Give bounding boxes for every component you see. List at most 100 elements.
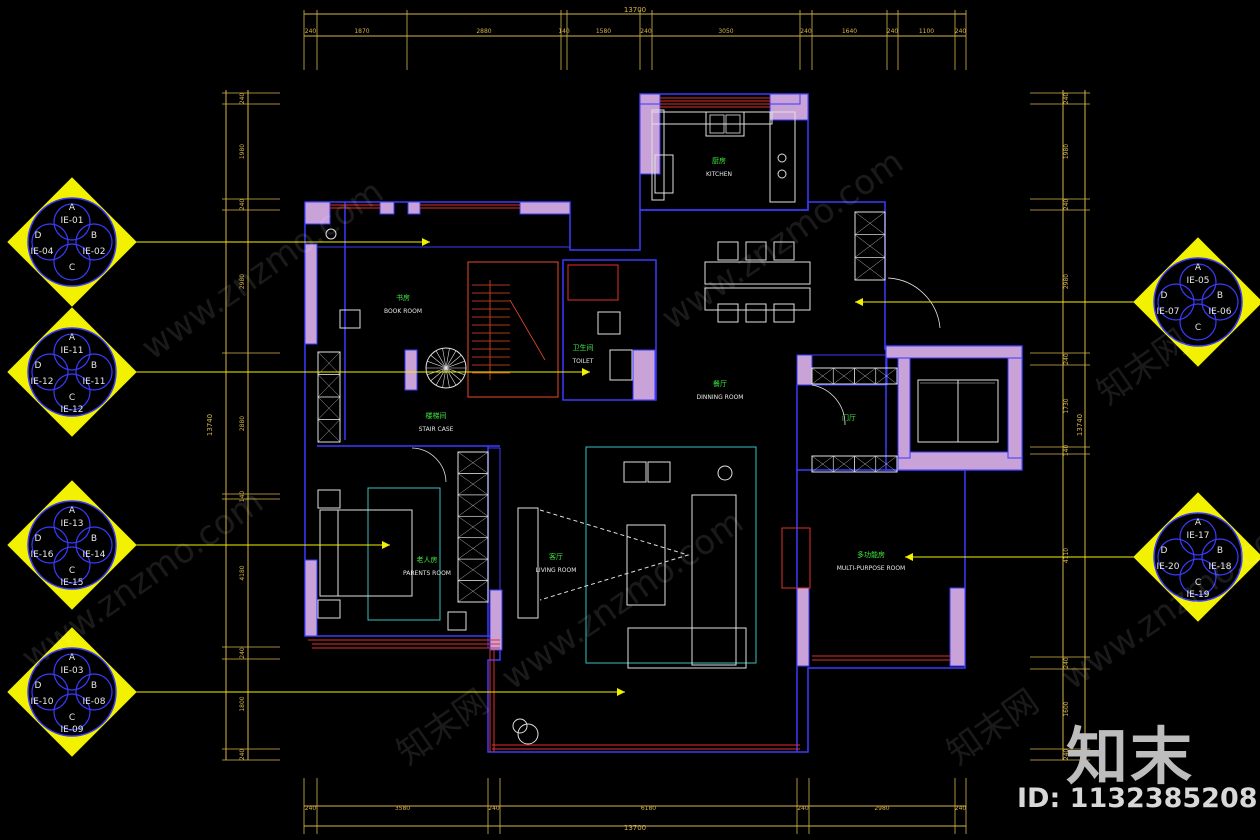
desk-chair — [339, 309, 361, 329]
dimension-text: 240 — [640, 28, 652, 35]
tag-circle — [53, 653, 91, 691]
tag-code: IE-16 — [30, 550, 53, 560]
room-label-en: STAIR CASE — [419, 426, 454, 433]
cabinet-cross — [457, 451, 489, 474]
dimension-text: 3050 — [718, 28, 733, 35]
dimension-text: 1100 — [919, 28, 934, 35]
dimension-text: 140 — [558, 28, 570, 35]
tag-circle — [31, 223, 69, 261]
dimension-text: 240 — [1063, 93, 1070, 105]
tag-letter-d: D — [35, 231, 42, 241]
wall-column — [632, 349, 656, 401]
exterior-wall — [304, 202, 966, 753]
dimension-text: 2880 — [476, 28, 491, 35]
wall-column — [404, 349, 418, 391]
tag-code: IE-14 — [82, 550, 105, 560]
cabinet-cross — [875, 367, 898, 385]
door-swing — [411, 447, 447, 483]
shower — [567, 264, 619, 301]
dimension-text: 240 — [1063, 199, 1070, 211]
tag-letter-c: C — [69, 393, 75, 403]
tag-letter-d: D — [1161, 546, 1168, 556]
wall-segment — [897, 451, 1023, 471]
tag-code: IE-20 — [1156, 562, 1179, 572]
dimension-text: 240 — [887, 28, 899, 35]
wall-column — [519, 201, 571, 215]
dimension-text: 240 — [955, 28, 967, 35]
cabinet-cross — [875, 455, 898, 473]
spiral-tread — [427, 367, 447, 376]
dining-chair — [717, 241, 739, 261]
cabinet-cross — [811, 455, 834, 473]
dimension-text: 13740 — [206, 414, 214, 436]
tag-circle — [31, 526, 69, 564]
cabinet-cross — [854, 234, 886, 258]
dimension-text: 1730 — [1063, 398, 1070, 413]
room-label-en: LIVING ROOM — [536, 567, 577, 574]
tag-letter-b: B — [91, 231, 97, 241]
tag-circle — [53, 333, 91, 371]
tag-circle — [27, 500, 117, 590]
dimension-text: 1580 — [596, 28, 611, 35]
cabinet-cross — [457, 473, 489, 496]
room-label-en: PARENTS ROOM — [403, 570, 451, 577]
dining-chair — [745, 303, 767, 323]
tag-circle — [53, 373, 91, 411]
dimension-text: 1600 — [1063, 701, 1070, 716]
dining-table — [704, 261, 811, 285]
dimension-text: 240 — [305, 28, 317, 35]
dimension-text: 1870 — [354, 28, 369, 35]
cabinet-cross — [833, 367, 855, 385]
dimension-text: 240 — [239, 199, 246, 211]
wall-column — [304, 243, 318, 345]
dimension-text: 6180 — [641, 805, 656, 812]
tag-arrow-head — [855, 298, 863, 306]
tag-letter-c: C — [69, 713, 75, 723]
spiral-tread — [435, 367, 447, 386]
tag-code: IE-04 — [30, 247, 53, 257]
tag-letter-d: D — [35, 534, 42, 544]
tag-code: IE-12 — [60, 405, 83, 415]
room-label-cn: 书房 — [396, 293, 410, 302]
tag-letter-a: A — [1195, 263, 1202, 273]
nightstand — [317, 489, 341, 509]
tag-letter-a: A — [69, 506, 76, 516]
dimension-text: 240 — [955, 805, 967, 812]
dimension-text: 3580 — [395, 805, 410, 812]
dimension-text: 240 — [797, 805, 809, 812]
tag-code: IE-01 — [60, 216, 83, 226]
cabinet-cross — [457, 580, 489, 603]
dimension-text: 240 — [488, 805, 500, 812]
tag-circle — [31, 353, 69, 391]
cabinet-unit — [875, 367, 898, 385]
room-label-en: TOILET — [572, 358, 594, 365]
cabinet-cross — [854, 211, 886, 235]
dimension-text: 2980 — [874, 805, 889, 812]
dining-chair — [773, 303, 795, 323]
tag-circle — [27, 327, 117, 417]
tag-circle — [27, 647, 117, 737]
fridge — [654, 154, 674, 194]
dimension-text: 2980 — [239, 274, 246, 289]
dimension-text: 240 — [800, 28, 812, 35]
tag-circle — [1179, 263, 1217, 301]
tag-code: IE-05 — [1186, 276, 1209, 286]
tag-circle — [53, 243, 91, 281]
brand-logo: 知末 — [1066, 720, 1195, 793]
cabinet-cross — [457, 494, 489, 517]
cabinet-cross — [854, 455, 876, 473]
dimension-text: 2880 — [239, 416, 246, 431]
dimension-text: 13700 — [624, 824, 646, 832]
wall-column — [304, 559, 318, 637]
tag-circle — [1179, 518, 1217, 556]
kitchen-counter — [769, 111, 796, 203]
cabinet-unit — [317, 419, 341, 443]
tag-code: IE-08 — [82, 697, 105, 707]
floor-lamp — [717, 465, 733, 481]
dimension-text: 4180 — [239, 565, 246, 580]
dimension-text: 240 — [239, 93, 246, 105]
